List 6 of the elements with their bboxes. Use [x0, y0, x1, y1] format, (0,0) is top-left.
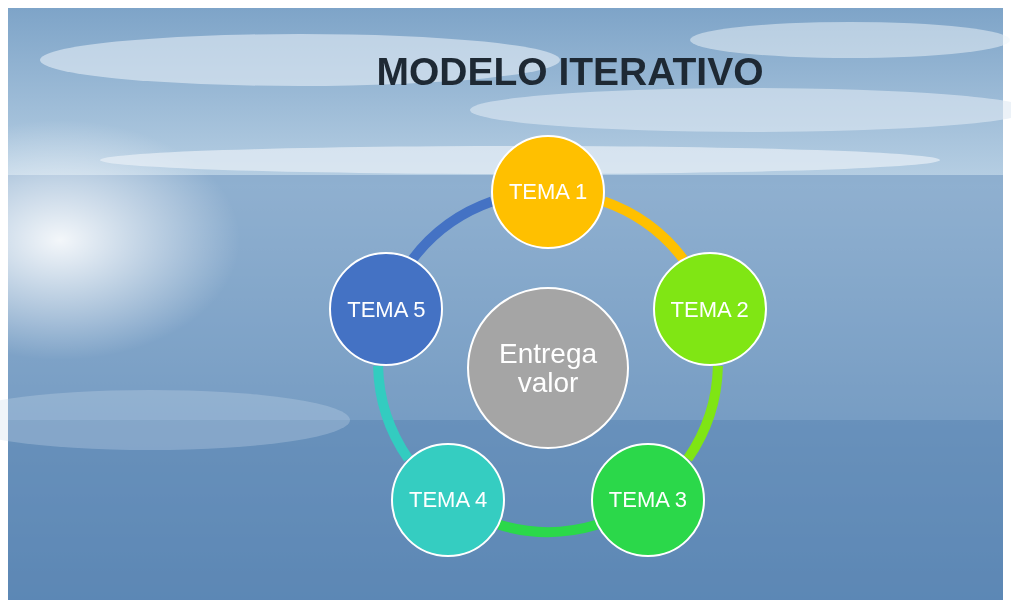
title: MODELO ITERATIVO: [375, 50, 765, 94]
ring-connector: [683, 365, 723, 462]
ring-connector: [373, 365, 413, 462]
ring-connector: [408, 196, 494, 263]
ring-connector: [498, 519, 598, 537]
ring-connector: [602, 196, 688, 263]
